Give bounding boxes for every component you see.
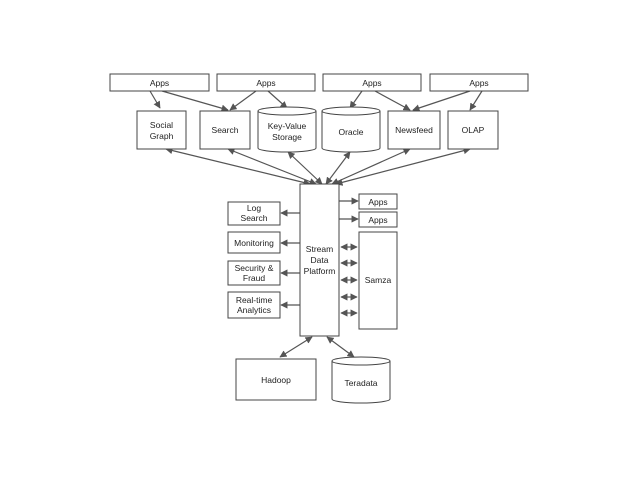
top-apps-1: Apps <box>109 73 210 92</box>
security-fraud-label-line2: Fraud <box>243 273 265 283</box>
top-apps-4-label: Apps <box>469 78 488 88</box>
key-value-storage-label-line2: Storage <box>272 132 302 142</box>
connectors <box>149 90 483 358</box>
hadoop-label: Hadoop <box>261 375 291 385</box>
olap-label: OLAP <box>462 125 485 135</box>
oracle-label: Oracle <box>338 127 363 137</box>
realtime-analytics-box: Real-time Analytics <box>227 291 281 319</box>
monitoring-label: Monitoring <box>234 238 274 248</box>
right-apps-2-label: Apps <box>368 215 387 225</box>
arrow-platform-teradata <box>326 336 355 358</box>
platform-label-line3: Platform <box>304 266 336 276</box>
hadoop-box: Hadoop <box>235 358 317 401</box>
key-value-storage-label-line1: Key-Value <box>268 121 307 131</box>
social-graph-label-line2: Graph <box>150 131 174 141</box>
security-fraud-box: Security & Fraud <box>227 260 281 286</box>
top-apps-1-label: Apps <box>150 78 169 88</box>
newsfeed-label: Newsfeed <box>395 125 433 135</box>
arrow-apps3-newsfeed <box>374 90 411 111</box>
log-search-label-line1: Log <box>247 203 261 213</box>
arrow-platform-social-graph <box>165 147 311 186</box>
security-fraud-label-line1: Security & <box>235 263 274 273</box>
teradata-label: Teradata <box>344 378 377 388</box>
right-apps-1-label: Apps <box>368 197 387 207</box>
oracle-cylinder: Oracle <box>321 106 381 153</box>
arrow-platform-kv <box>287 151 323 185</box>
arrow-apps2-kv <box>267 90 288 109</box>
arrow-apps3-oracle <box>349 90 363 109</box>
top-apps-3: Apps <box>322 73 422 92</box>
arrow-platform-oracle <box>325 151 351 185</box>
top-apps-4: Apps <box>429 73 529 92</box>
olap-box: OLAP <box>447 110 499 150</box>
right-apps-1: Apps <box>358 193 398 210</box>
log-search-label-line2: Search <box>241 213 268 223</box>
teradata-cylinder: Teradata <box>331 356 391 404</box>
platform-label-line2: Data <box>311 255 329 265</box>
realtime-analytics-label-line2: Analytics <box>237 305 271 315</box>
arrow-platform-newsfeed <box>331 148 411 185</box>
top-apps-2-label: Apps <box>256 78 275 88</box>
stream-data-platform-box: Stream Data Platform <box>299 183 340 337</box>
newsfeed-box: Newsfeed <box>387 110 441 150</box>
arrow-apps1-social-graph <box>149 90 161 109</box>
key-value-storage-cylinder: Key-Value Storage <box>257 106 317 153</box>
search-box: Search <box>199 110 251 150</box>
top-apps-3-label: Apps <box>362 78 381 88</box>
social-graph-label-line1: Social <box>150 120 173 130</box>
monitoring-box: Monitoring <box>227 231 281 254</box>
platform-label-line1: Stream <box>306 244 333 254</box>
social-graph-box: Social Graph <box>136 110 187 150</box>
samza-label: Samza <box>365 275 392 285</box>
arrow-apps4-olap <box>469 90 483 111</box>
arrow-platform-hadoop <box>279 336 313 358</box>
arrow-apps4-newsfeed <box>412 90 471 112</box>
top-apps-2: Apps <box>216 73 316 92</box>
arrow-platform-olap <box>335 147 471 186</box>
realtime-analytics-label-line1: Real-time <box>236 295 273 305</box>
right-apps-2: Apps <box>358 211 398 228</box>
search-label: Search <box>212 125 239 135</box>
arrow-apps1-search <box>161 90 229 112</box>
samza-box: Samza <box>358 231 398 330</box>
arrow-apps2-search <box>229 90 257 111</box>
log-search-box: Log Search <box>227 201 281 226</box>
